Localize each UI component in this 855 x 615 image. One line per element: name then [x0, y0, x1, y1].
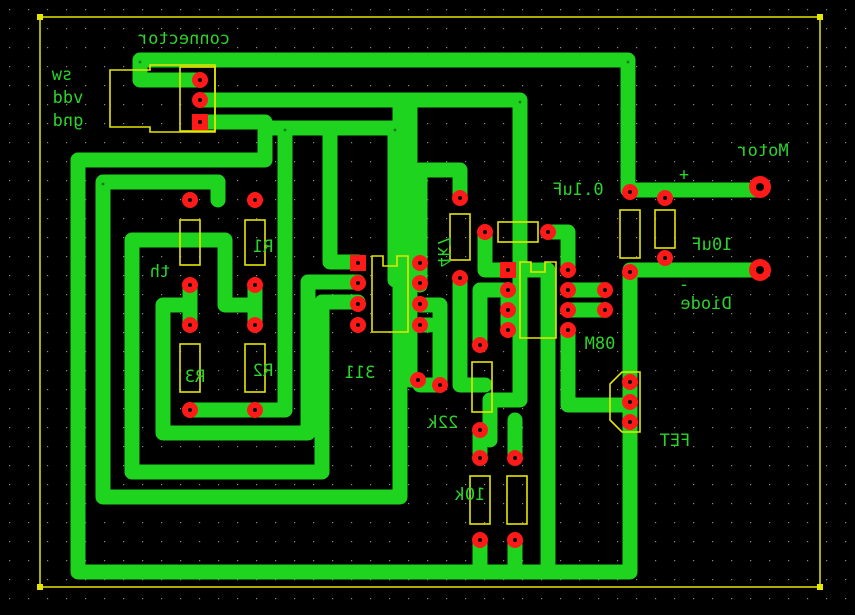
label-4k7: 4k7: [433, 237, 453, 268]
label-22k: 22k: [428, 413, 459, 433]
label-10k: 10k: [455, 485, 486, 505]
label-08m: 08M: [585, 334, 616, 354]
board-outline: [37, 14, 823, 590]
trace-vias: [101, 60, 630, 186]
label-gnd: gnd: [53, 111, 84, 131]
label-diode: Diode: [680, 294, 731, 314]
component-outlines: [109, 64, 676, 525]
label-plus: +: [679, 165, 689, 185]
label-connector: connector: [138, 29, 230, 49]
label-cap-small: 0.1uF: [552, 180, 603, 200]
label-th: th: [150, 262, 170, 282]
label-r2: R2: [253, 361, 273, 381]
label-cap-large: 10uF: [692, 235, 733, 255]
label-sw: sw: [51, 65, 72, 85]
pads: [182, 72, 771, 548]
label-r1: R1: [253, 237, 273, 257]
silkscreen-labels: connector sw vdd gnd Motor 0.1uF 10uF + …: [51, 29, 789, 505]
label-r3: R3: [185, 367, 205, 387]
copper-traces: [70, 52, 768, 580]
label-311: 311: [345, 363, 376, 383]
label-motor: Motor: [737, 141, 788, 161]
label-minus: -: [679, 275, 689, 295]
label-fet: FET: [660, 431, 691, 451]
label-vdd: vdd: [53, 88, 84, 108]
